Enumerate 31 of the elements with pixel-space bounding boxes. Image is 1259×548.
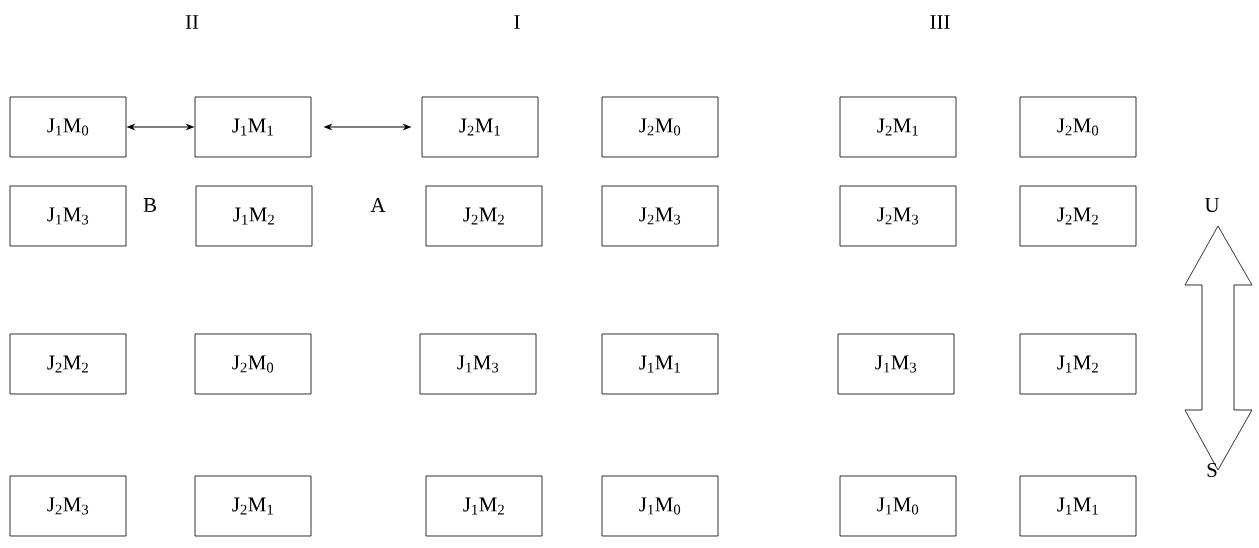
box: J$_{1}$M$_{0}$ [839, 475, 957, 537]
box: J$_{1}$M$_{1}$ [1019, 475, 1137, 537]
box: J$_{1}$M$_{2}$ [1019, 333, 1137, 395]
box: J$_{1}$M$_{2}$ [195, 185, 313, 247]
box: J$_{1}$M$_{0}$ [601, 475, 719, 537]
box: J$_{1}$M$_{1}$ [194, 96, 312, 158]
box: J$_{2}$M$_{2}$ [1019, 185, 1137, 247]
box: J$_{1}$M$_{0}$ [9, 96, 127, 158]
box: J$_{2}$M$_{0}$ [1019, 96, 1137, 158]
label: I [514, 15, 520, 29]
box: J$_{2}$M$_{1}$ [194, 475, 312, 537]
box: J$_{2}$M$_{3}$ [9, 475, 127, 537]
box: J$_{1}$M$_{3}$ [419, 333, 537, 395]
label: S [1207, 462, 1217, 477]
box: J$_{2}$M$_{2}$ [425, 185, 543, 247]
box: J$_{1}$M$_{1}$ [601, 333, 719, 395]
label: U [1204, 198, 1220, 212]
box: J$_{1}$M$_{3}$ [837, 333, 955, 395]
box: J$_{2}$M$_{0}$ [601, 96, 719, 158]
label: A [370, 198, 386, 212]
box: J$_{2}$M$_{1}$ [839, 96, 957, 158]
box: J$_{1}$M$_{3}$ [9, 185, 127, 247]
box: J$_{2}$M$_{2}$ [9, 333, 127, 395]
label: II [185, 15, 199, 29]
box: J$_{2}$M$_{1}$ [421, 96, 539, 158]
box: J$_{2}$M$_{3}$ [839, 185, 957, 247]
box: J$_{1}$M$_{2}$ [425, 475, 543, 537]
label: B [143, 198, 156, 212]
box: J$_{2}$M$_{0}$ [194, 333, 312, 395]
label: III [930, 15, 950, 29]
box: J$_{2}$M$_{3}$ [601, 185, 719, 247]
